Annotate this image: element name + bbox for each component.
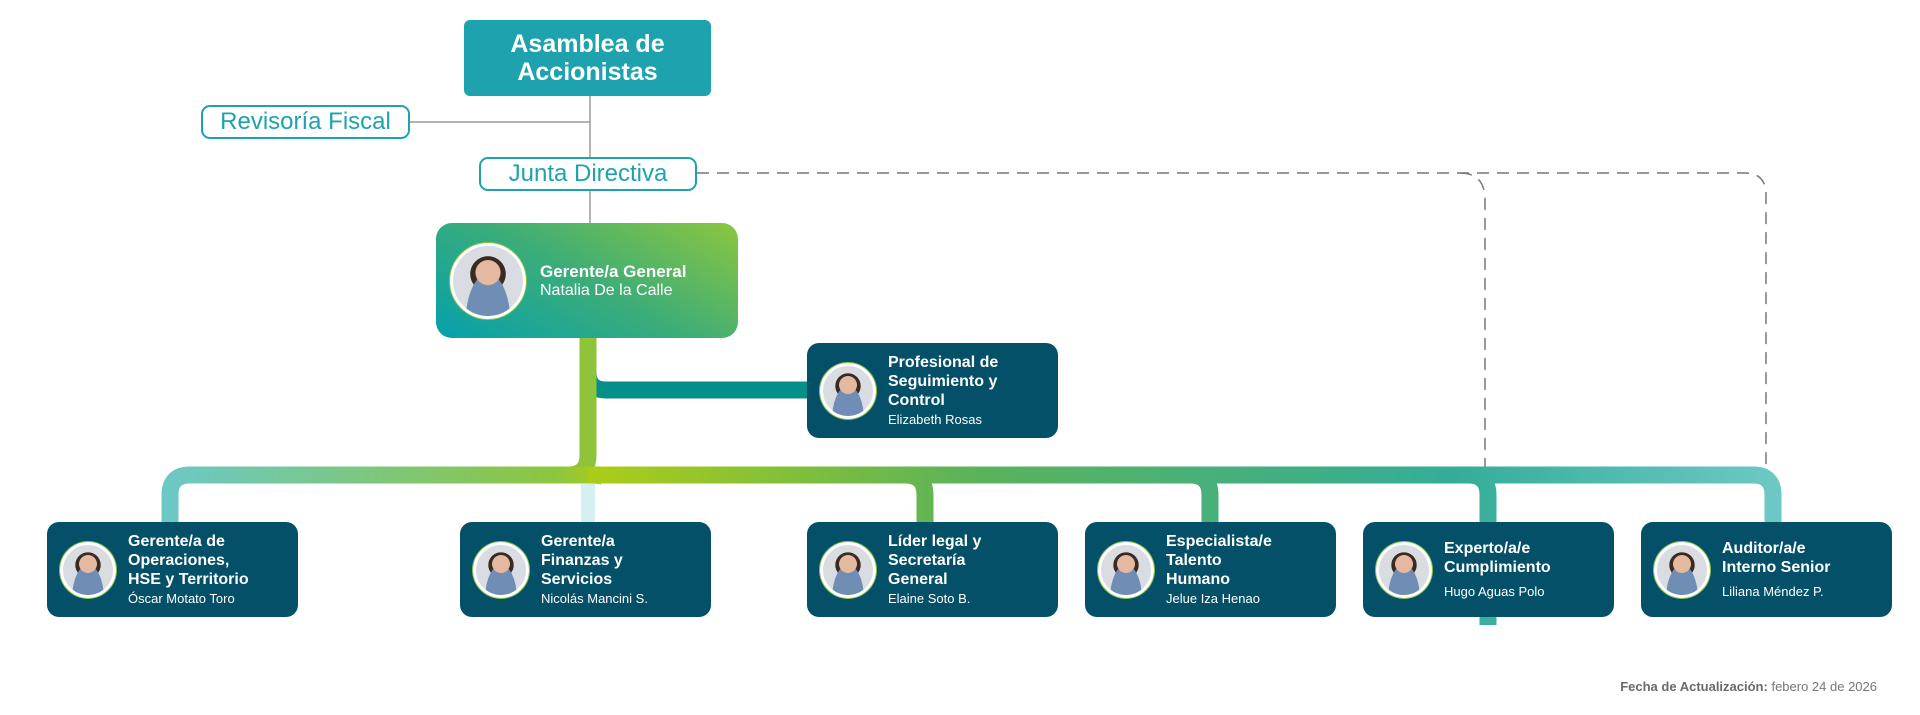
avatar [1376, 541, 1432, 598]
card-name: Natalia De la Calle [540, 281, 673, 299]
card-name: Óscar Motato Toro [128, 591, 235, 606]
card-name: Elizabeth Rosas [888, 412, 982, 427]
avatar [820, 541, 876, 598]
asamblea-line2: Accionistas [517, 58, 658, 86]
avatar [820, 362, 876, 419]
card-name: Jelue Iza Henao [1166, 591, 1260, 606]
avatar [473, 541, 529, 598]
card-name: Hugo Aguas Polo [1444, 584, 1545, 599]
card-title: Gerente/a General [540, 261, 687, 281]
card-name: Nicolás Mancini S. [541, 591, 648, 606]
card-name: Liliana Méndez P. [1722, 584, 1824, 599]
avatar [450, 242, 526, 319]
update-date: Fecha de Actualización: febero 24 de 202… [1620, 679, 1877, 694]
avatar [1654, 541, 1710, 598]
update-date-value: febero 24 de 2026 [1771, 679, 1877, 694]
asamblea-accionistas-box: Asamblea de Accionistas [464, 20, 711, 96]
avatar [60, 541, 116, 598]
avatar [1098, 541, 1154, 598]
card-name: Elaine Soto B. [888, 591, 971, 606]
gerente-general-card: Gerente/a General Natalia De la Calle [436, 223, 738, 338]
revisoria-fiscal-box: Revisoría Fiscal [201, 105, 410, 139]
update-date-label: Fecha de Actualización: [1620, 679, 1768, 694]
asamblea-line1: Asamblea de [510, 30, 665, 58]
junta-directiva-box: Junta Directiva [479, 157, 697, 191]
